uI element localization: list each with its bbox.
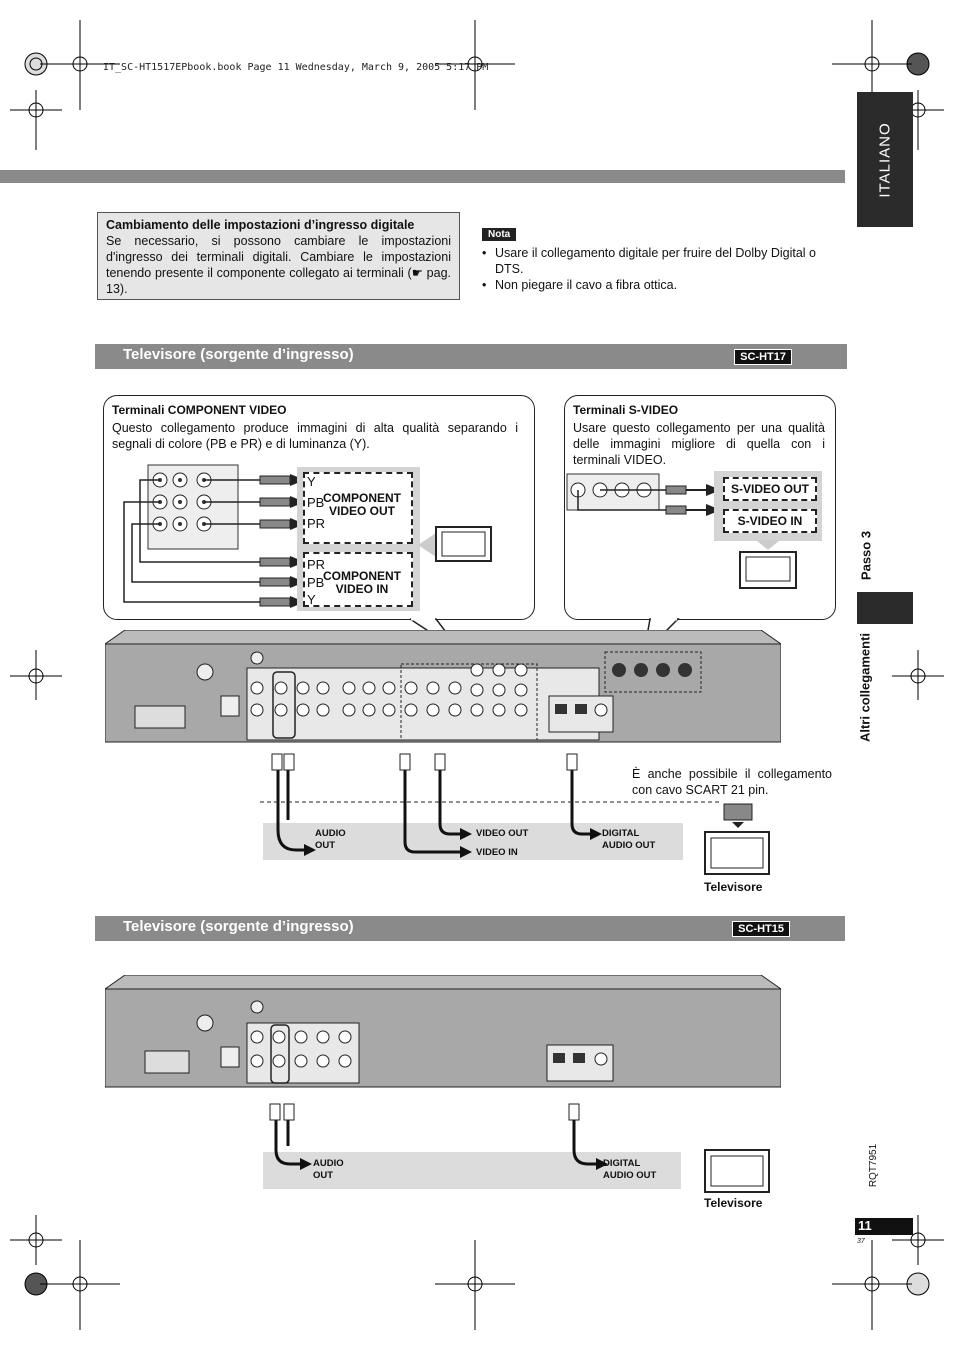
- nota-item: Usare il collegamento digitale per fruir…: [482, 245, 828, 277]
- infobox-body: Se necessario, si possono cambiare le im…: [106, 234, 451, 296]
- television-icon-1: [704, 831, 770, 875]
- television-icon-2: [704, 1149, 770, 1193]
- tv-icon: [418, 526, 492, 562]
- language-tab: ITALIANO: [857, 92, 913, 227]
- component-jacks-panel: [123, 464, 305, 608]
- television-label-1: Televisore: [704, 880, 763, 894]
- chapter-label: Altri collegamenti: [857, 632, 873, 743]
- nota-item: Non piegare il cavo a fibra ottica.: [482, 277, 828, 293]
- receiver-ht17-rear-panel: [105, 630, 781, 743]
- section-title: Televisore (sorgente d’ingresso): [123, 346, 354, 363]
- scart-plug-icon: [723, 803, 753, 828]
- in-letter-pb: PB: [307, 575, 325, 590]
- component-in-box: [303, 552, 413, 607]
- section-header-ht15: Televisore (sorgente d’ingresso) SC-HT15: [95, 916, 845, 941]
- in-letter-y: Y: [307, 592, 316, 607]
- svideo-in-box: S-VIDEO IN: [723, 509, 817, 533]
- step-label: Passo 3: [858, 530, 874, 581]
- nota-badge: Nota: [482, 228, 517, 241]
- bubble-body: Usare questo collegamento per una qualit…: [573, 421, 825, 467]
- digital-audio-out-label-1: DIGITAL AUDIO OUT: [602, 828, 656, 851]
- out-letter-y: Y: [307, 474, 316, 489]
- section-title: Televisore (sorgente d’ingresso): [123, 918, 354, 935]
- digital-input-infobox: Cambiamento delle impostazioni d’ingress…: [97, 212, 460, 300]
- flow-panel-ht17: [263, 823, 683, 860]
- side-dark-block: [857, 592, 913, 624]
- svideo-jacks: [566, 473, 721, 516]
- out-letter-pb: PB: [307, 495, 325, 510]
- page-number: 11: [855, 1218, 913, 1235]
- in-letter-pr: PR: [307, 557, 326, 572]
- flow-panel-ht15: [263, 1152, 681, 1189]
- component-out-label: COMPONENT VIDEO OUT: [323, 491, 401, 518]
- sub-page-number: 37: [857, 1238, 865, 1245]
- bubble-title: Terminali S-VIDEO: [573, 403, 679, 417]
- flow-cables-ht15: [269, 1103, 608, 1170]
- model-badge: SC-HT17: [734, 349, 792, 365]
- bubble-title: Terminali COMPONENT VIDEO: [112, 403, 287, 417]
- audio-out-label-1: AUDIO OUT: [315, 828, 346, 851]
- top-band: [0, 170, 845, 183]
- model-badge: SC-HT15: [732, 921, 790, 937]
- svideo-out-box: S-VIDEO OUT: [723, 477, 817, 501]
- section-header-ht17: Televisore (sorgente d’ingresso) SC-HT17: [95, 344, 847, 369]
- svideo-tv-icon: [739, 540, 797, 589]
- component-in-label: COMPONENT VIDEO IN: [323, 569, 401, 596]
- out-letter-pr: PR: [307, 516, 326, 531]
- component-out-box: [303, 472, 413, 544]
- receiver-ht15-rear-panel: [105, 975, 781, 1088]
- scart-note: È anche possibile il collegamento con ca…: [632, 767, 832, 797]
- bubble-body: Questo collegamento produce immagini di …: [112, 421, 518, 451]
- digital-audio-out-label-2: DIGITAL AUDIO OUT: [603, 1158, 657, 1181]
- video-out-label: VIDEO OUT: [476, 828, 529, 839]
- audio-out-label-2: AUDIO OUT: [313, 1158, 344, 1181]
- nota-list: Usare il collegamento digitale per fruir…: [482, 245, 828, 293]
- infobox-title: Cambiamento delle impostazioni d’ingress…: [106, 218, 415, 232]
- document-code: RQT7951: [868, 1143, 880, 1188]
- svideo-in-label: S-VIDEO IN: [737, 514, 803, 528]
- video-in-label: VIDEO IN: [476, 847, 518, 858]
- television-label-2: Televisore: [704, 1196, 763, 1210]
- svideo-out-label: S-VIDEO OUT: [730, 482, 809, 496]
- language-label: ITALIANO: [876, 121, 894, 198]
- flow-cables-ht17: [260, 753, 720, 858]
- print-header: IT_SC-HT1517EPbook.book Page 11 Wednesda…: [103, 62, 489, 73]
